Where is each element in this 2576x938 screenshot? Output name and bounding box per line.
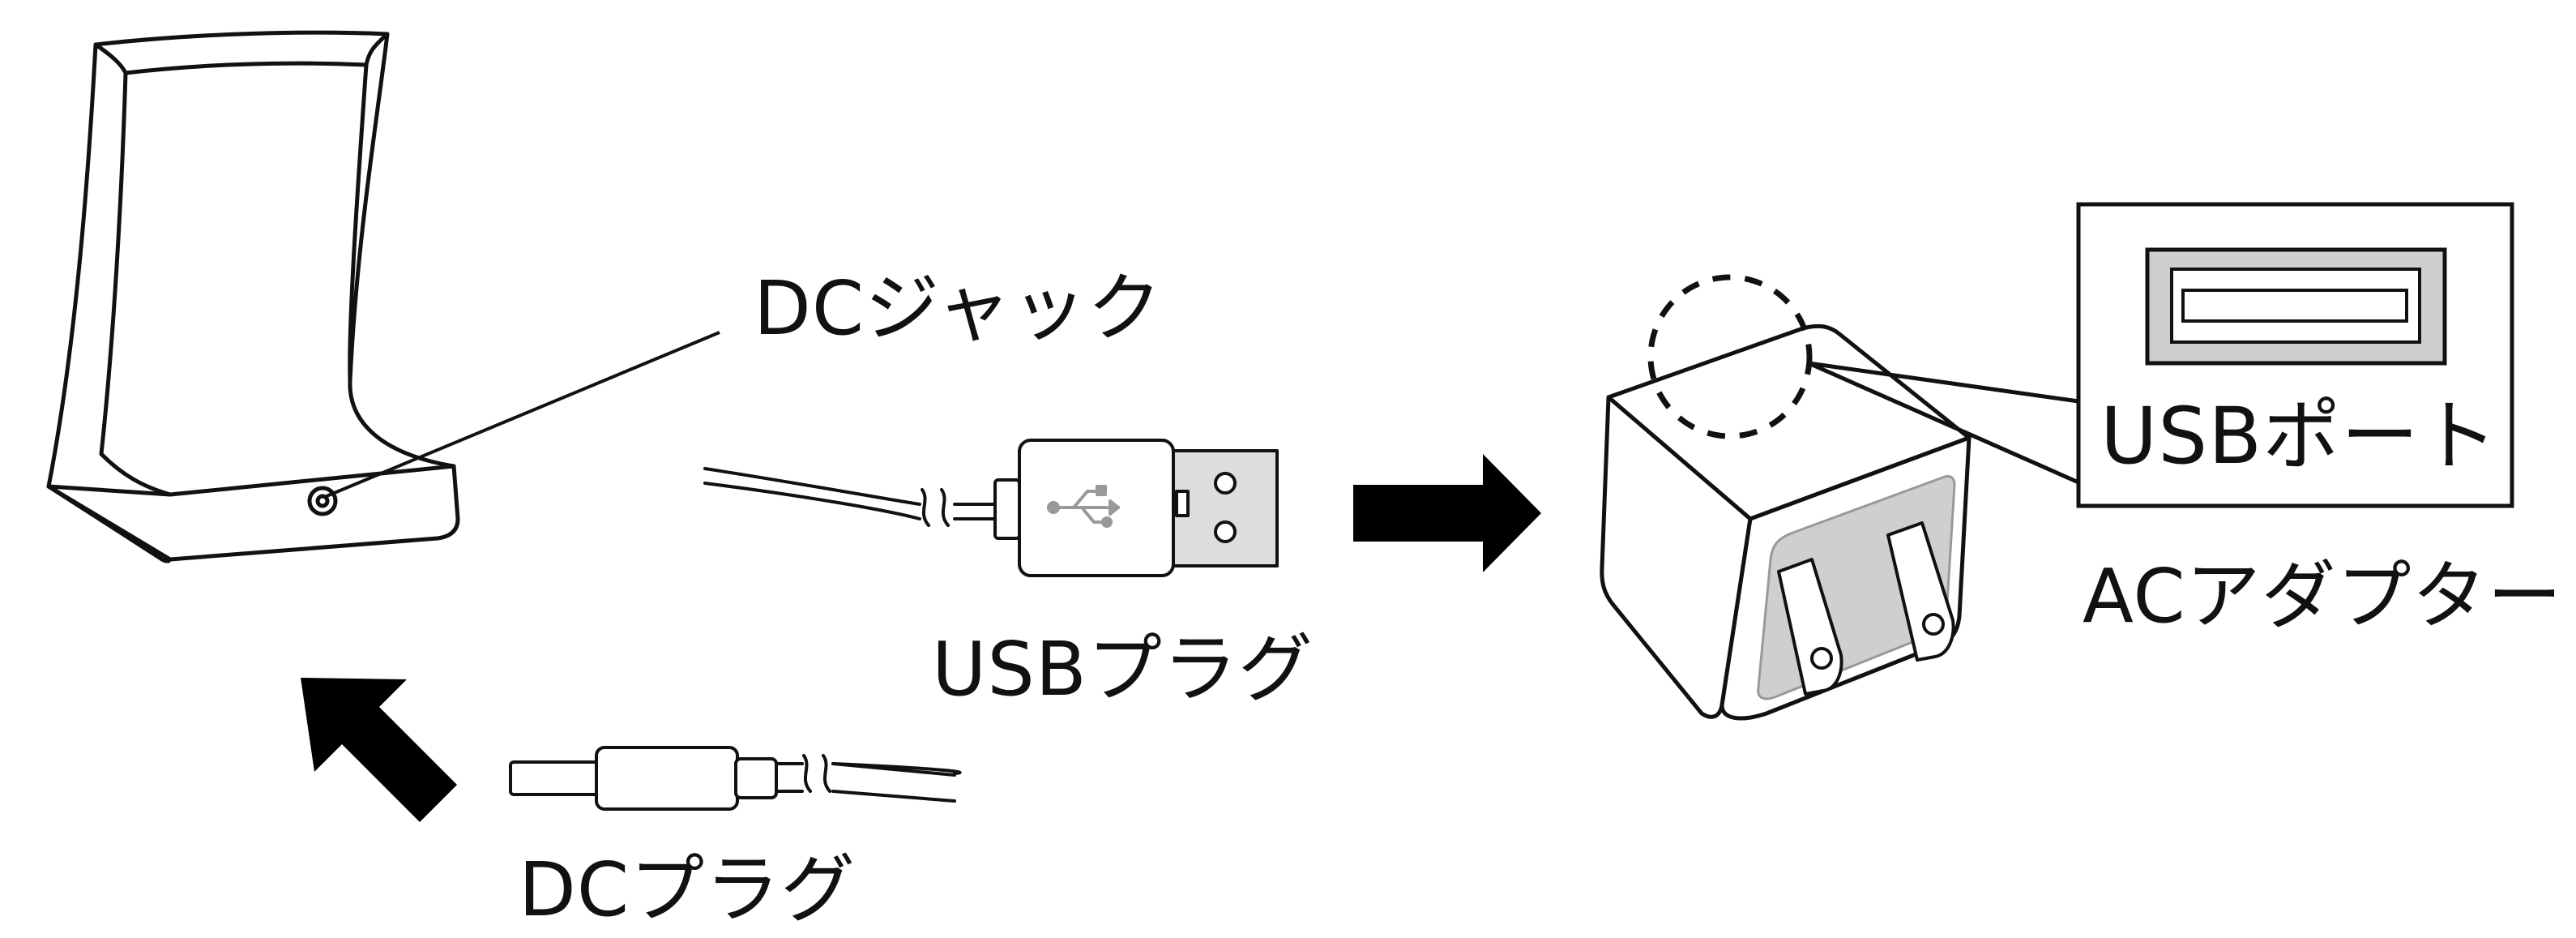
usb-port-label: USBポート [2100, 391, 2499, 482]
dc-jack-leader-line [326, 331, 720, 498]
dc-jack-label: DCジャック [754, 265, 1163, 352]
ac-adapter [1600, 323, 1972, 721]
usb-port-callout [2076, 202, 2514, 508]
dc-plug [509, 746, 962, 811]
arrow-up-left-icon [301, 678, 457, 822]
usb-icon [1047, 485, 1120, 528]
charging-stand [46, 30, 460, 563]
dc-plug-label: DCプラグ [519, 846, 857, 933]
arrow-right-icon [1353, 454, 1541, 572]
usb-plug [703, 439, 1279, 577]
ac-adapter-label: ACアダプター [2083, 553, 2563, 640]
usb-port-highlight-circle [1647, 274, 1813, 439]
usb-plug-label: USBプラグ [932, 626, 1314, 713]
